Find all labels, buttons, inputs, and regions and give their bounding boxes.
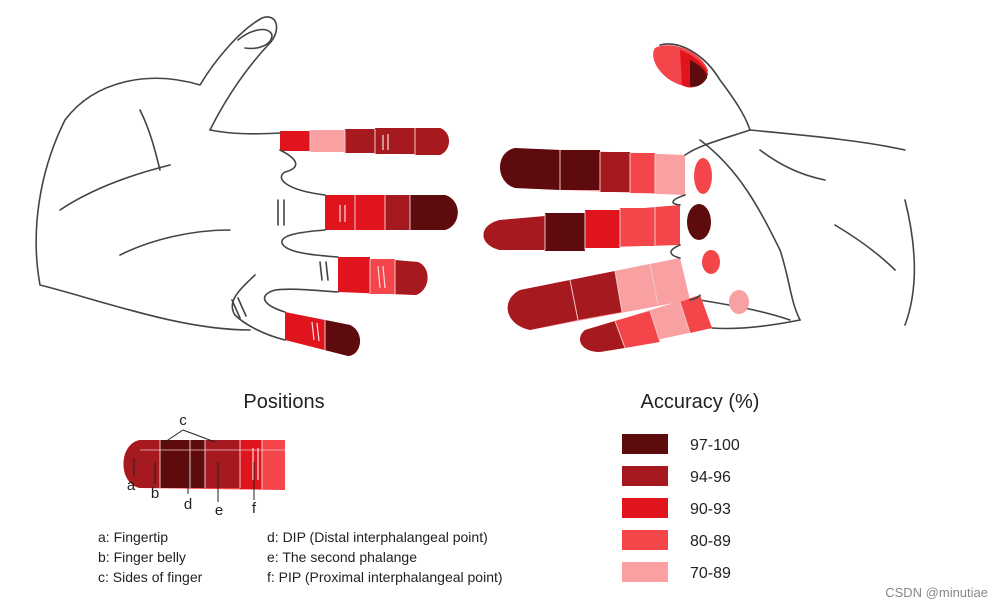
right-middle-finger	[483, 205, 680, 251]
letter-c: c	[179, 412, 187, 429]
accuracy-legend: Accuracy (%) 97-100 94-96 90-93 80-89 70-89	[622, 391, 759, 582]
positions-title: Positions	[243, 391, 324, 413]
left-finger-gaps	[209, 129, 339, 341]
right-hand	[483, 43, 916, 352]
legend-label-3: 90-93	[690, 501, 731, 518]
left-thumb-nail	[237, 28, 273, 50]
position-item-c: c: Sides of finger	[98, 569, 203, 585]
legend-swatch-4	[622, 530, 668, 550]
right-index-finger	[500, 148, 685, 195]
positions-section: Positions a b c d	[98, 391, 503, 585]
right-hand-outline	[659, 43, 916, 326]
letter-e: e	[215, 502, 223, 519]
left-hand-outline	[35, 16, 278, 331]
letter-f: f	[252, 500, 257, 517]
letter-b: b	[151, 485, 159, 502]
letter-a: a	[127, 477, 136, 494]
right-palm-regions	[687, 158, 749, 314]
position-item-a: a: Fingertip	[98, 529, 168, 545]
legend-swatch-5	[622, 562, 668, 582]
right-thumb	[653, 45, 708, 88]
position-callouts: a b c d e f	[127, 412, 257, 519]
legend-label-1: 97-100	[690, 437, 740, 454]
example-finger	[123, 440, 285, 490]
position-item-b: b: Finger belly	[98, 549, 186, 565]
right-little-finger	[580, 295, 712, 352]
legend-swatch-3	[622, 498, 668, 518]
watermark: CSDN @minutiae	[885, 585, 988, 600]
position-item-e: e: The second phalange	[267, 549, 417, 565]
letter-d: d	[184, 496, 192, 513]
left-hand	[35, 16, 458, 356]
legend-label-4: 80-89	[690, 533, 731, 550]
left-middle-finger	[325, 195, 458, 230]
legend-label-5: 70-89	[690, 565, 731, 582]
left-ring-finger	[338, 257, 428, 295]
legend-label-2: 94-96	[690, 469, 731, 486]
right-finger-gaps	[670, 129, 801, 330]
legend-entries: 97-100 94-96 90-93 80-89 70-89	[622, 434, 740, 582]
left-index-finger	[280, 128, 449, 155]
positions-key: a: Fingertip b: Finger belly c: Sides of…	[98, 529, 503, 585]
left-little-finger	[285, 312, 360, 356]
legend-swatch-1	[622, 434, 668, 454]
position-item-f: f: PIP (Proximal interphalangeal point)	[267, 569, 503, 585]
position-item-d: d: DIP (Distal interphalangeal point)	[267, 529, 488, 545]
legend-swatch-2	[622, 466, 668, 486]
legend-title: Accuracy (%)	[641, 391, 760, 413]
right-ring-finger	[507, 258, 690, 330]
